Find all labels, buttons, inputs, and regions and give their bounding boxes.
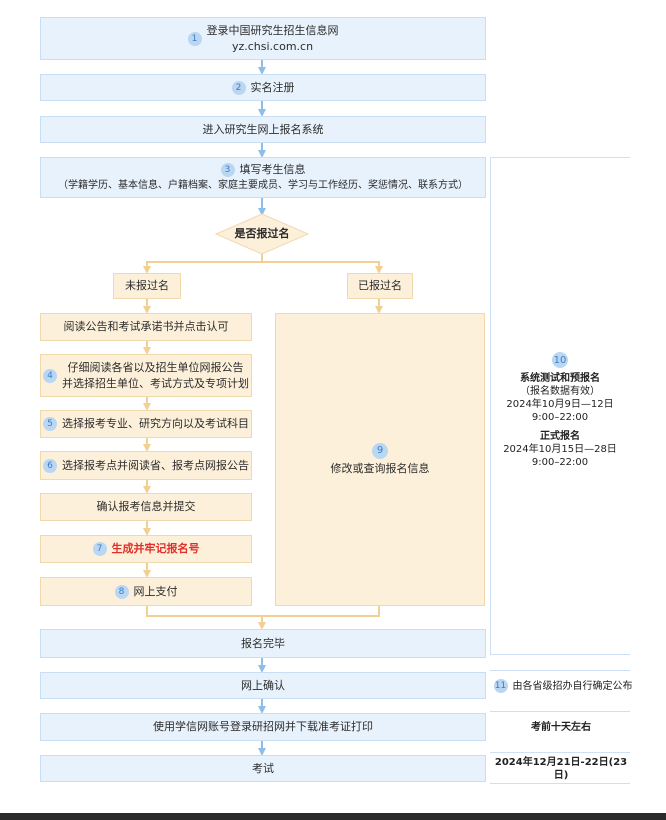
side-10-badge: 10	[552, 352, 568, 368]
step-enter-label: 进入研究生网上报名系统	[202, 122, 324, 136]
side-10-time2: 9:00–22:00	[531, 457, 589, 468]
step-3-fill-info: 3 填写考生信息 （学籍学历、基本信息、户籍档案、家庭主要成员、学习与工作经历、…	[40, 157, 486, 198]
step-complete: 报名完毕	[40, 629, 486, 658]
side-10-title1: 系统测试和预报名	[520, 373, 600, 384]
step-read-notice: 阅读公告和考试承诺书并点击认可	[40, 313, 252, 341]
side-note-11: 11 由各省级招办自行确定公布	[493, 677, 633, 695]
side-divider-4	[490, 752, 630, 753]
step-3-title: 填写考生信息	[239, 162, 306, 176]
complete-label: 报名完毕	[241, 636, 285, 650]
side-divider-3	[490, 711, 630, 712]
step-5-badge: 5	[43, 417, 57, 431]
step-online-confirm: 网上确认	[40, 672, 486, 699]
step-3-details: （学籍学历、基本信息、户籍档案、家庭主要成员、学习与工作经历、奖惩情况、联系方式…	[58, 179, 468, 191]
step-enter-system: 进入研究生网上报名系统	[40, 116, 486, 143]
exam-label: 考试	[252, 761, 274, 775]
side-note-10: 10 系统测试和预报名 （报名数据有效） 2024年10月9日—12日 9:00…	[495, 352, 625, 469]
side-10-date2: 2024年10月15日—28日	[503, 444, 617, 455]
side-vertical-line	[490, 157, 491, 654]
branch-registered: 已报过名	[347, 273, 413, 299]
step-6-badge: 6	[43, 458, 57, 473]
side-10-date1: 2024年10月9日—12日	[506, 399, 614, 410]
side-divider-2	[490, 670, 630, 671]
step-2-label: 实名注册	[250, 80, 295, 94]
side-10-note1: （报名数据有效）	[520, 386, 600, 397]
side-11-label: 由各省级招办自行确定公布	[512, 680, 633, 692]
step-2-register: 2 实名注册	[40, 74, 486, 101]
step-1-title: 登录中国研究生招生信息网	[206, 23, 339, 37]
download-ticket-label: 使用学信网账号登录研招网并下载准考证打印	[153, 720, 373, 733]
step-9-badge: 9	[372, 442, 388, 459]
side-top-line	[490, 157, 630, 158]
side-exam-date: 2024年12月21日-22日(23日)	[493, 757, 629, 781]
step-4-read-announcements: 4 仔细阅读各省以及招生单位网报公告 并选择招生单位、考试方式及专项计划	[40, 354, 252, 397]
branch-right	[262, 261, 383, 274]
step-8-label: 网上支付	[133, 584, 178, 598]
decision-text: 是否报过名	[234, 227, 290, 240]
online-confirm-label: 网上确认	[241, 678, 285, 692]
decision-diamond	[214, 213, 310, 255]
step-confirm-submit: 确认报考信息并提交	[40, 493, 252, 521]
step-6-label: 选择报考点并阅读省、报考点网报公告	[62, 458, 249, 472]
side-ticket-time: 考前十天左右	[493, 718, 629, 736]
read-notice-label: 阅读公告和考试承诺书并点击认可	[63, 320, 229, 333]
step-7-generate-number: 7 生成并牢记报名号	[40, 535, 252, 563]
side-divider-5	[490, 783, 630, 784]
decision-label: 是否报过名	[222, 226, 302, 242]
merge-right	[262, 606, 380, 617]
confirm-submit-label: 确认报考信息并提交	[96, 500, 196, 513]
step-4-badge: 4	[43, 368, 57, 383]
exam-date-label: 2024年12月21日-22日(23日)	[494, 757, 628, 781]
step-5-label: 选择报考专业、研究方向以及考试科目	[62, 417, 249, 430]
step-exam: 考试	[40, 755, 486, 782]
registered-label: 已报过名	[358, 279, 402, 292]
step-9-label: 修改或查询报名信息	[330, 461, 430, 475]
step-3-badge: 3	[220, 162, 235, 177]
not-registered-label: 未报过名	[125, 279, 169, 292]
step-7-badge: 7	[92, 542, 107, 556]
branch-left	[143, 254, 263, 274]
branch-not-registered: 未报过名	[113, 273, 181, 299]
ticket-time-label: 考前十天左右	[531, 721, 591, 733]
side-bottom-line	[490, 654, 630, 655]
side-11-badge: 11	[493, 679, 508, 693]
step-5-select-major: 5 选择报考专业、研究方向以及考试科目	[40, 410, 252, 438]
step-8-payment: 8 网上支付	[40, 577, 252, 606]
bottom-border	[0, 813, 666, 820]
step-4-line1: 仔细阅读各省以及招生单位网报公告	[67, 360, 244, 374]
step-1-login: 1 登录中国研究生招生信息网 yz.chsi.com.cn	[40, 17, 486, 60]
step-1-badge: 1	[187, 31, 202, 46]
step-8-badge: 8	[114, 584, 129, 599]
merge-left	[146, 606, 262, 617]
step-6-select-exam-site: 6 选择报考点并阅读省、报考点网报公告	[40, 451, 252, 480]
step-4-line2: 并选择招生单位、考试方式及专项计划	[62, 376, 249, 390]
tan-arrows	[143, 254, 383, 630]
step-download-ticket: 使用学信网账号登录研招网并下载准考证打印	[40, 713, 486, 741]
step-7-label: 生成并牢记报名号	[111, 542, 200, 555]
step-2-badge: 2	[231, 80, 246, 95]
side-10-time1: 9:00–22:00	[531, 412, 589, 423]
side-10-title2: 正式报名	[540, 431, 580, 442]
step-1-url: yz.chsi.com.cn	[231, 39, 314, 53]
step-9-modify-query: 9 修改或查询报名信息	[275, 313, 485, 606]
